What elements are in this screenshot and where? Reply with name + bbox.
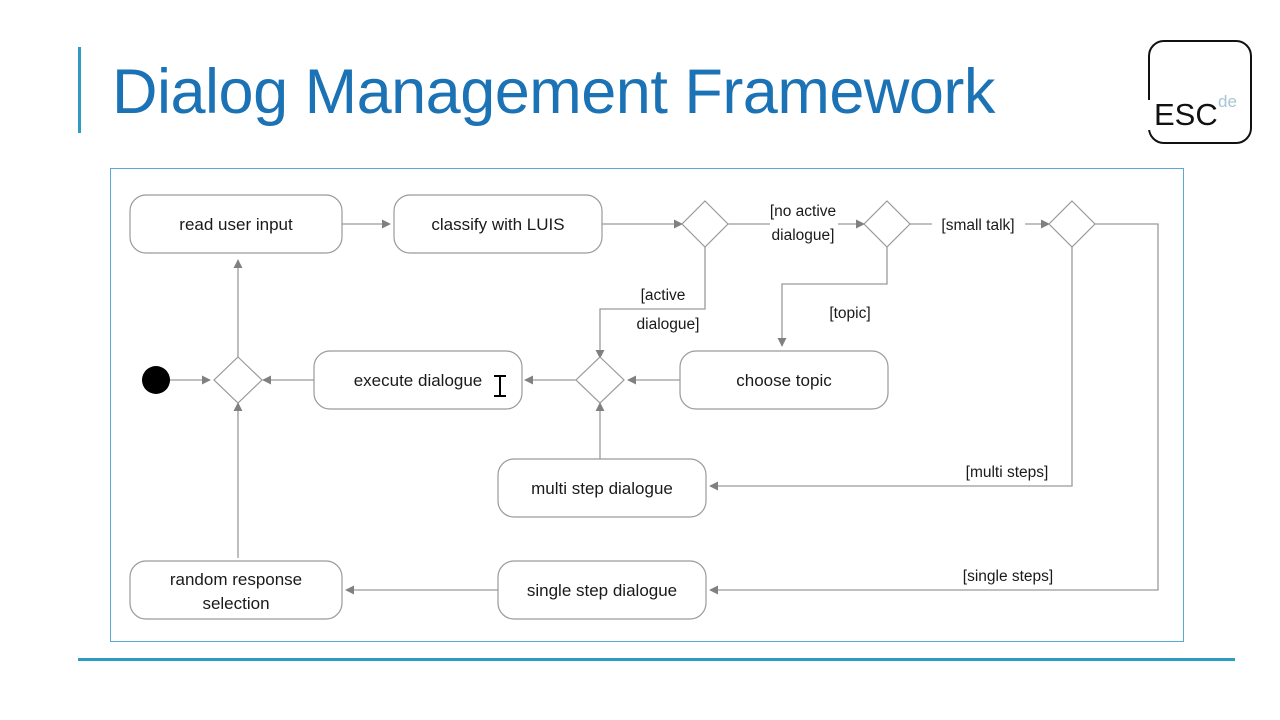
edge-label-active-dialogue-line1: [active (641, 287, 686, 304)
node-read-user-input-label: read user input (179, 215, 293, 234)
node-multi-step-dialogue-label: multi step dialogue (531, 479, 673, 498)
initial-node (142, 366, 170, 394)
node-single-step-dialogue-label: single step dialogue (527, 581, 677, 600)
edge-d3-to-multi-step (709, 247, 1073, 491)
node-random-response-selection-label-line2: selection (202, 594, 269, 613)
edge-d2-to-choose-topic (777, 247, 888, 347)
logo-frame (1148, 40, 1252, 144)
node-random-response-selection-label-line1: random response (170, 570, 302, 589)
node-execute-dialogue-label: execute dialogue (354, 371, 483, 390)
node-read-user-input[interactable] (129, 194, 343, 254)
node-execute-dialogue[interactable] (313, 350, 523, 410)
logo: ESC de (1145, 40, 1252, 144)
logo-secondary-text: de (1218, 92, 1237, 111)
decision-node-3 (1048, 200, 1096, 248)
decision-node-1 (681, 200, 729, 248)
node-choose-topic[interactable] (679, 350, 889, 410)
node-single-step-dialogue[interactable] (497, 560, 707, 620)
node-choose-topic-label: choose topic (736, 371, 832, 390)
node-random-response-selection[interactable] (129, 560, 343, 620)
edge-d3-to-single-step (709, 223, 1159, 595)
edge-label-no-active-dialogue-line1: [no active (770, 203, 836, 220)
footer-rule (78, 658, 1235, 661)
merge-node-middle (575, 356, 625, 404)
node-multi-step-dialogue[interactable] (497, 458, 707, 518)
edge-d1-to-merge-mid (595, 247, 706, 359)
logo-notch (1145, 100, 1189, 130)
node-classify-with-luis[interactable] (393, 194, 603, 254)
edge-label-topic: [topic] (829, 305, 870, 322)
edge-label-active-dialogue-line2: dialogue] (637, 316, 700, 333)
logo-primary-text: ESC (1154, 97, 1218, 132)
edge-label-no-active-dialogue-line2: dialogue] (772, 227, 835, 244)
merge-node-left (213, 356, 263, 404)
edge-label-small-talk: [small talk] (941, 217, 1014, 234)
node-classify-with-luis-label: classify with LUIS (431, 215, 564, 234)
activity-diagram: read user input classify with LUIS execu… (129, 194, 1159, 620)
edge-label-multi-steps: [multi steps] (966, 464, 1049, 481)
decision-node-2 (863, 200, 911, 248)
edge-label-single-steps: [single steps] (963, 568, 1053, 585)
page-title: Dialog Management Framework (112, 57, 995, 127)
title-accent-bar (78, 47, 81, 133)
